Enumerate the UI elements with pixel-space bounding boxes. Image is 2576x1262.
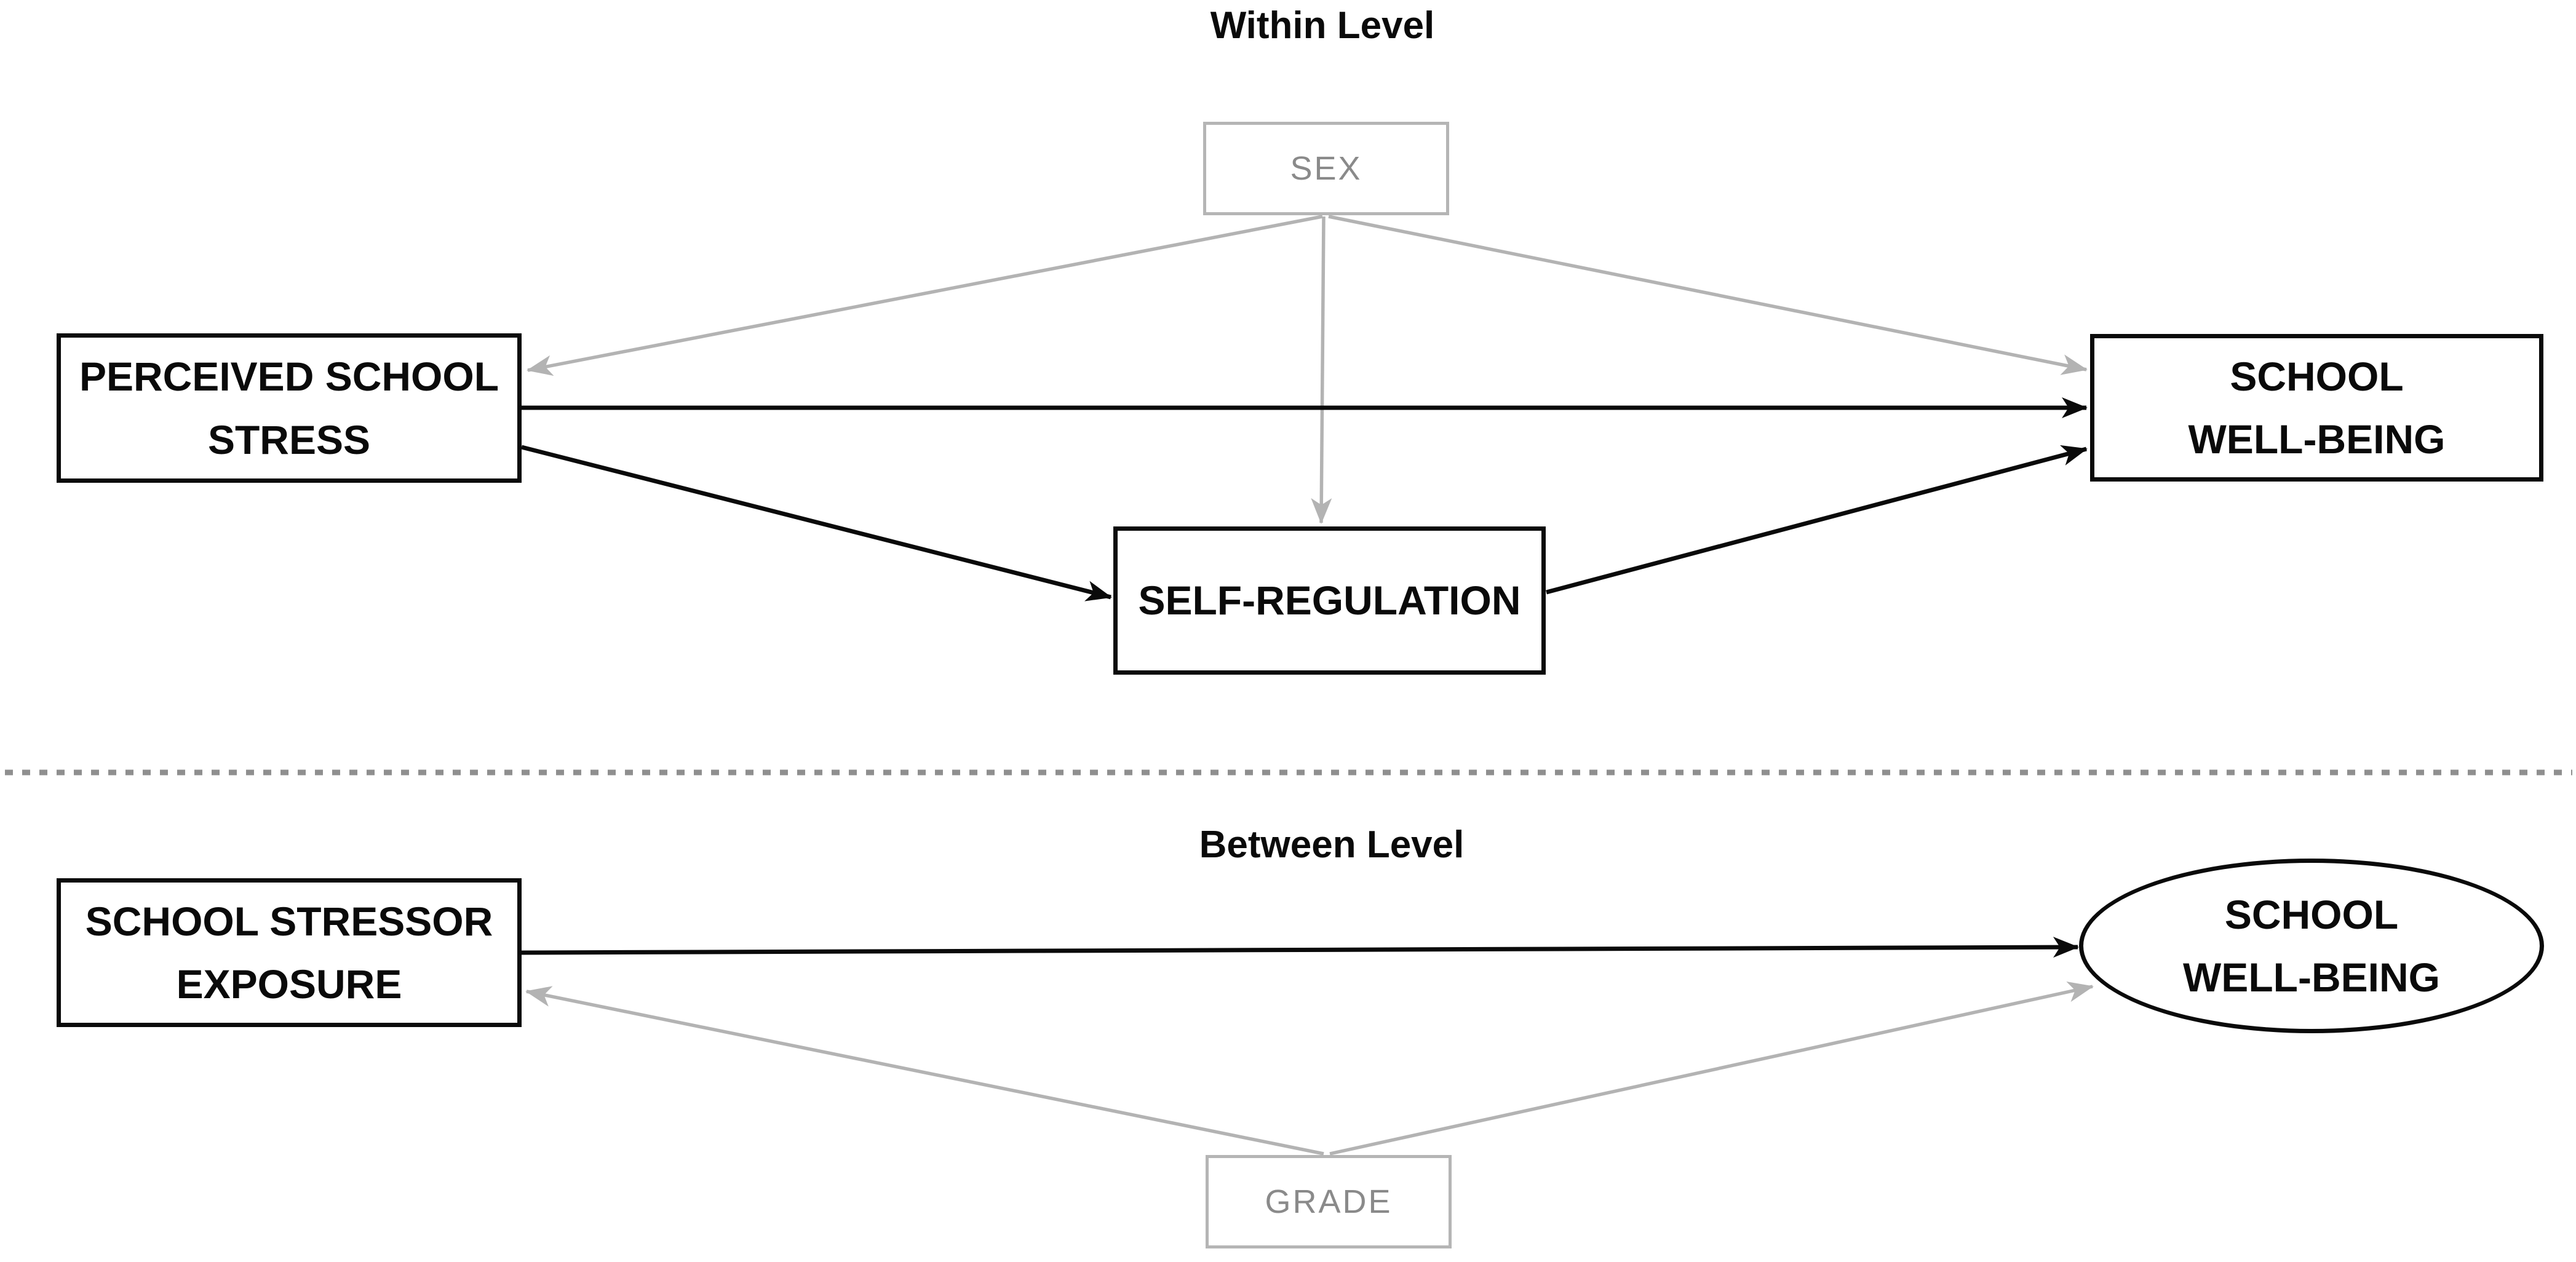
edge-sex-to-school-well-being xyxy=(1328,215,2088,375)
node-label: GRADE xyxy=(1265,1183,1393,1220)
within-level-title: Within Level xyxy=(1210,4,1435,47)
node-grade: GRADE xyxy=(1206,1155,1452,1248)
edge-sex-to-self-regulation xyxy=(1311,216,1332,524)
edge-grade-to-school-stressor-exposure xyxy=(525,986,1324,1156)
node-label: PERCEIVED SCHOOL STRESS xyxy=(79,354,499,462)
edge-perceived-school-stress-to-self-regulation xyxy=(521,445,1112,601)
node-perceived-school-stress: PERCEIVED SCHOOL STRESS xyxy=(57,333,522,483)
node-label: SELF-REGULATION xyxy=(1138,577,1521,624)
edge-sex-to-perceived-school-stress xyxy=(527,215,1323,376)
node-sex: SEX xyxy=(1203,122,1449,215)
node-label: SCHOOL WELL-BEING xyxy=(2188,353,2446,462)
node-self-regulation: SELF-REGULATION xyxy=(1113,526,1546,675)
node-school-well-being-within: SCHOOL WELL-BEING xyxy=(2090,334,2543,482)
edge-grade-to-school-well-being xyxy=(1329,981,2094,1156)
node-school-well-being-between: SCHOOL WELL-BEING xyxy=(2079,859,2544,1033)
node-label: SCHOOL STRESSOR EXPOSURE xyxy=(85,898,493,1007)
edge-school-stressor-exposure-to-school-well-being xyxy=(521,937,2079,958)
between-level-title: Between Level xyxy=(1199,823,1465,866)
node-label: SCHOOL WELL-BEING xyxy=(2183,891,2440,1000)
node-school-stressor-exposure: SCHOOL STRESSOR EXPOSURE xyxy=(57,878,522,1027)
node-label: SEX xyxy=(1290,149,1362,187)
edge-self-regulation-to-school-well-being xyxy=(1546,445,2088,595)
